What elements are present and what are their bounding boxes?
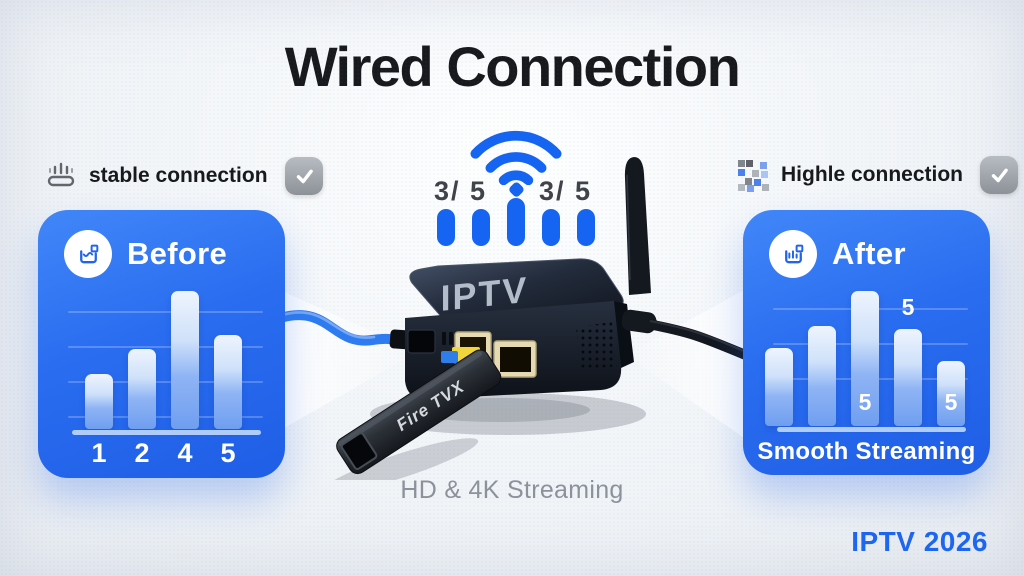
chart-bar: [808, 326, 836, 426]
gridline: [68, 311, 263, 313]
stick-usb-opening: [340, 432, 378, 470]
before-title: Before: [127, 236, 227, 271]
bar-slot: [808, 326, 836, 426]
signal-bar: [472, 209, 490, 246]
badge-stable-connection: stable connection: [44, 156, 323, 195]
bar-slot: 5: [894, 294, 922, 426]
bottom-caption: HD & 4K Streaming: [400, 476, 624, 504]
page-title: Wired Connection: [284, 35, 741, 98]
bar-slot: [765, 348, 793, 426]
before-header: Before: [64, 230, 227, 278]
bar-slot: [85, 374, 113, 429]
signal-bar: [437, 209, 455, 246]
bar-slot: [214, 335, 242, 429]
bar-value-label: 5: [901, 294, 915, 320]
chart-baseline: [777, 427, 966, 432]
x-tick-label: 1: [91, 438, 107, 468]
signal-bar: [577, 209, 595, 246]
after-title: After: [832, 236, 906, 271]
router-signal-icon: [44, 156, 78, 195]
after-bars: 5 5 5: [765, 284, 965, 426]
wifi-icon: [462, 122, 570, 203]
bar-value-label: 5: [858, 389, 872, 415]
chart-bar: [851, 291, 879, 426]
x-tick-label: 5: [220, 438, 236, 468]
badge-label: stable connection: [89, 163, 268, 187]
chart-bar: [214, 335, 242, 429]
fire-tv-stick: Fire TVX: [336, 349, 502, 475]
chart-bar: [894, 329, 922, 426]
chart-baseline: [72, 430, 261, 435]
signal-score-left: 3/ 5: [434, 176, 488, 206]
antenna: [624, 157, 651, 295]
device-side-face: [613, 301, 634, 368]
gridline: [68, 416, 263, 418]
checkmark-badge: [980, 156, 1019, 194]
pixel-glitch-icon: [736, 158, 770, 192]
chart-bar: [937, 361, 965, 426]
set-top-box-icon: [769, 230, 817, 278]
iptv-device-illustration: IPTV Fire TV: [275, 157, 753, 480]
bar-slot: 5: [851, 291, 879, 426]
bar-slot: [128, 349, 156, 429]
power-cable: [621, 309, 753, 361]
x-tick-label: 4: [177, 438, 193, 468]
blue-ethernet-cable: [275, 310, 415, 350]
x-tick-label: 2: [134, 438, 150, 468]
set-top-box-icon: [64, 230, 112, 278]
gridline: [68, 381, 263, 383]
signal-bar: [507, 198, 525, 246]
signal-score-right: 3/ 5: [539, 176, 593, 206]
before-bars: [85, 287, 242, 429]
badge-label: Highle connection: [781, 163, 964, 186]
signal-strength-bars: [437, 197, 595, 246]
badge-highle-connection: Highle connection: [736, 156, 1019, 194]
speaker-grille: [576, 322, 617, 370]
bar-slot: 5: [937, 361, 965, 426]
after-header: After: [769, 230, 906, 278]
chart-bar: [171, 291, 199, 429]
gridline: [68, 346, 263, 348]
chart-bar: [765, 348, 793, 426]
signal-bar: [542, 209, 560, 246]
bar-slot: [171, 291, 199, 429]
chart-bar: [85, 374, 113, 429]
chart-bar: [128, 349, 156, 429]
usb-port: [407, 329, 436, 354]
checkmark-badge: [284, 156, 323, 195]
after-caption: Smooth Streaming: [757, 438, 976, 465]
after-panel: After 5 5 5 Smooth Streaming: [743, 210, 990, 475]
brand-label: IPTV 2026: [851, 526, 988, 557]
bar-value-label: 5: [944, 389, 958, 415]
